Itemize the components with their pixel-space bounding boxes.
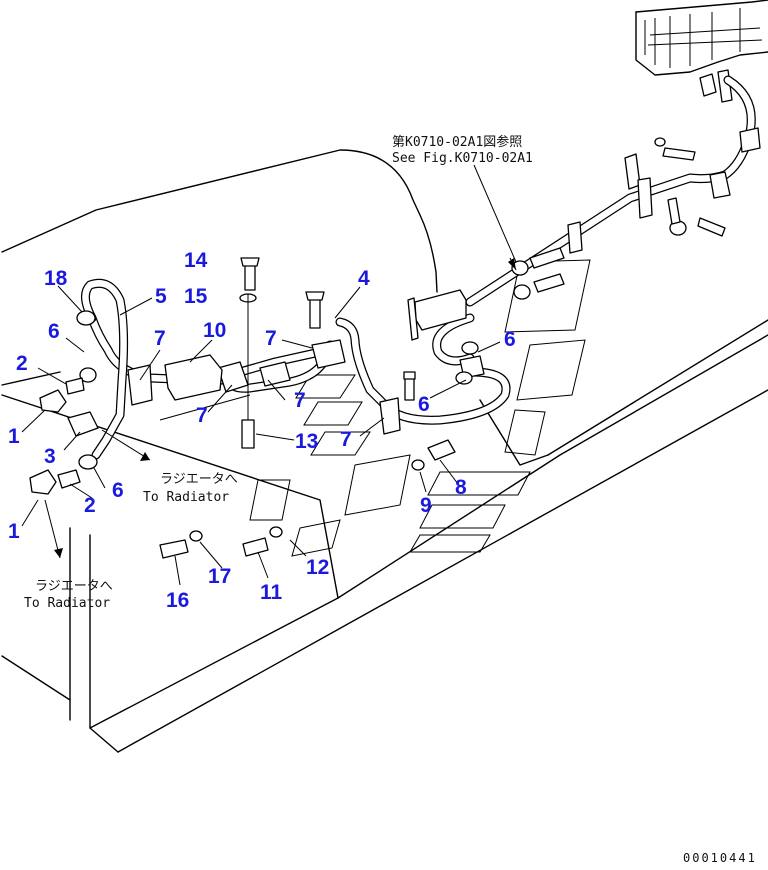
callout-7: 7: [154, 327, 166, 350]
callout-6: 6: [112, 479, 124, 502]
callout-16: 16: [166, 589, 189, 612]
radiator-note-en-2: To Radiator: [24, 596, 110, 611]
drawing-code: 00010441: [683, 851, 757, 865]
reference-note-en: See Fig.K0710-02A1: [392, 151, 533, 166]
callout-1: 1: [8, 520, 20, 543]
callout-13: 13: [295, 430, 318, 453]
clamps-and-fittings: [29, 127, 761, 559]
callout-6: 6: [48, 320, 60, 343]
callout-2: 2: [16, 352, 28, 375]
callout-7: 7: [196, 404, 208, 427]
callout-17: 17: [208, 565, 231, 588]
callout-6: 6: [418, 393, 430, 416]
callout-6: 6: [504, 328, 516, 351]
radiator-note-jp-2: ラジエータへ: [35, 579, 113, 594]
radiator-note-en: To Radiator: [143, 490, 229, 505]
callout-11: 11: [260, 581, 283, 604]
callout-18: 18: [44, 267, 68, 290]
callout-8: 8: [455, 476, 467, 499]
engine-block: [635, 0, 768, 103]
callout-7: 7: [265, 327, 277, 350]
panel-hatching: [249, 259, 591, 557]
callout-4: 4: [358, 267, 370, 290]
callout-15: 15: [184, 285, 208, 308]
callout-12: 12: [306, 556, 329, 579]
callout-14: 14: [184, 249, 208, 272]
reference-note-jp: 第K0710-02A1図参照: [392, 134, 522, 150]
radiator-note-jp: ラジエータへ: [160, 472, 238, 487]
callout-3: 3: [44, 445, 56, 468]
callout-7: 7: [294, 389, 306, 412]
hoses: [81, 75, 756, 460]
callout-7: 7: [340, 428, 352, 451]
radiator-arrows: [44, 257, 517, 559]
callout-10: 10: [203, 319, 226, 342]
callout-9: 9: [420, 494, 432, 517]
callout-5: 5: [155, 285, 167, 308]
callout-2: 2: [84, 494, 96, 517]
leader-lines: [21, 164, 517, 586]
notes: 第K0710-02A1図参照 See Fig.K0710-02A1 ラジエータへ…: [24, 134, 757, 865]
callout-1: 1: [8, 425, 20, 448]
machine-body-outline: [1, 149, 768, 753]
callouts: 18 5 6 7 10 14 15 4 7 2 1 3 6 2 1 7 7 13…: [8, 249, 516, 612]
